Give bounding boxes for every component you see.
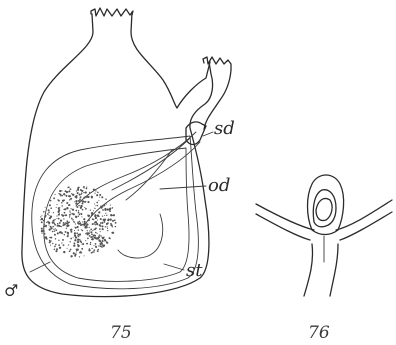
oviduct-lower: [84, 142, 200, 226]
figure-75-drawing: [22, 8, 231, 297]
neck-1-rim: [91, 8, 133, 16]
stem-left: [304, 244, 313, 296]
neck-2-rim: [203, 57, 231, 70]
stem-right: [330, 244, 338, 296]
neck-1-right-edge: [131, 12, 210, 108]
leader-od: [160, 186, 206, 189]
leader-st: [164, 264, 184, 270]
label-st: st: [186, 260, 203, 281]
leader-sd: [203, 132, 213, 136]
oviduct-upper: [76, 132, 196, 206]
label-od: od: [208, 175, 230, 196]
branch-right: [336, 200, 392, 230]
body-outline: [22, 14, 213, 297]
oviduct-shaft: [126, 150, 172, 200]
label-sd: sd: [214, 118, 235, 139]
label-male-symbol: ♂: [4, 281, 18, 300]
figure-76-drawing: [256, 175, 392, 296]
figure-number-76: 76: [308, 323, 330, 343]
duct-broken-end: [186, 122, 206, 145]
sac-fold: [118, 214, 163, 258]
cup-egg: [316, 198, 332, 220]
leader-male: [30, 262, 50, 272]
figure-number-75: 75: [110, 323, 132, 343]
branch-left: [256, 204, 314, 230]
